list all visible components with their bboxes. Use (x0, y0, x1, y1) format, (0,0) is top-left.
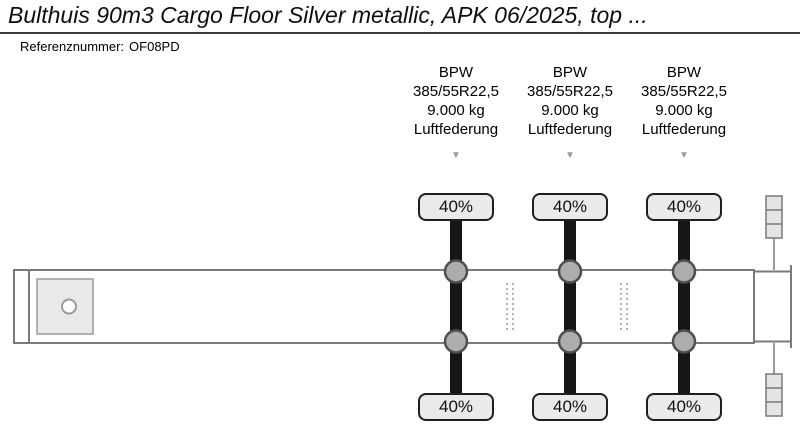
rear-brackets (765, 195, 783, 417)
axle-tire-size: 385/55R22,5 (641, 83, 727, 100)
axle-3-specs: BPW 385/55R22,5 9.000 kg Luftfederung (619, 63, 749, 139)
wheel-hub-icon (443, 259, 469, 284)
axle-suspension: Luftfederung (527, 121, 613, 138)
chevron-down-icon: ▼ (565, 150, 575, 161)
wheel-hub-icon (557, 259, 583, 284)
axle-1-specs: BPW 385/55R22,5 9.000 kg Luftfederung (391, 63, 521, 139)
axle-3 (671, 200, 697, 415)
tread-wear-badge: 40% (646, 393, 722, 421)
axle-load: 9.000 kg (655, 102, 713, 119)
tread-wear-badge: 40% (532, 193, 608, 221)
axle-bar (564, 200, 576, 415)
chevron-down-icon: ▼ (451, 150, 461, 161)
axle-bar (450, 200, 462, 415)
header-divider (0, 32, 800, 34)
wheel-hub-icon (443, 329, 469, 354)
kingpin-plate (36, 278, 94, 335)
chassis-frame (13, 265, 792, 348)
tread-wear-badge: 40% (646, 193, 722, 221)
reference-value: OF08PD (129, 39, 180, 54)
axle-load: 9.000 kg (427, 102, 485, 119)
tread-wear-badge: 40% (532, 393, 608, 421)
axle-tire-size: 385/55R22,5 (527, 83, 613, 100)
tread-wear-badge: 40% (418, 393, 494, 421)
axle-suspension: Luftfederung (641, 121, 727, 138)
axle-brand: BPW (666, 64, 702, 81)
axle-brand: BPW (438, 64, 474, 81)
reference-label: Referenznummer: (20, 39, 125, 54)
axle-2-specs: BPW 385/55R22,5 9.000 kg Luftfederung (505, 63, 635, 139)
wheel-hub-icon (671, 329, 697, 354)
axle-bar (678, 200, 690, 415)
page-title: Bulthuis 90m3 Cargo Floor Silver metalli… (8, 2, 648, 28)
axle-brand: BPW (552, 64, 588, 81)
axle-1 (443, 200, 469, 415)
chevron-down-icon: ▼ (679, 150, 689, 161)
kingpin-icon (61, 298, 77, 315)
tread-wear-badge: 40% (418, 193, 494, 221)
axle-load: 9.000 kg (541, 102, 599, 119)
axle-tire-size: 385/55R22,5 (413, 83, 499, 100)
reference-number: Referenznummer: OF08PD (20, 39, 180, 54)
axle-2 (557, 200, 583, 415)
wheel-hub-icon (671, 259, 697, 284)
wheel-hub-icon (557, 329, 583, 354)
axle-suspension: Luftfederung (413, 121, 499, 138)
